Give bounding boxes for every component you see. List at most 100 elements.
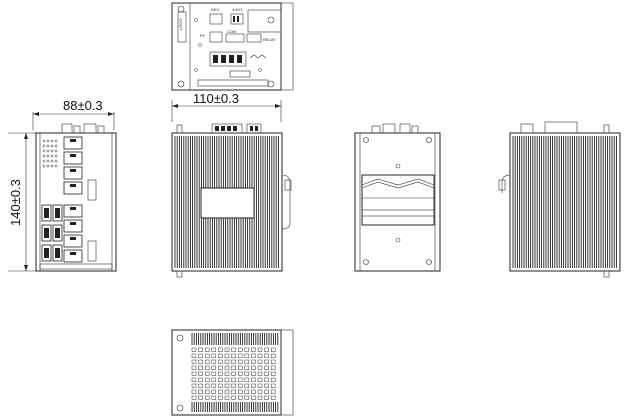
vent-slot [231, 353, 236, 358]
vent-slot [198, 371, 203, 376]
power-port-top [230, 13, 244, 25]
led-indicator [42, 144, 46, 148]
sfp-cage [44, 248, 49, 258]
vent-slot [257, 389, 263, 394]
logo-text: LOGO [178, 18, 183, 30]
height-label: 140±0.3 [8, 179, 23, 226]
vent-slot [264, 353, 269, 358]
vent-slot [264, 395, 269, 400]
vent-slot [198, 347, 203, 352]
vent-slot [224, 365, 230, 370]
width-dimension: 88±0.3 [32, 98, 115, 130]
vent-slot [204, 347, 210, 352]
vent-slot [204, 365, 210, 370]
led-indicator [42, 154, 46, 158]
vent-slot [224, 377, 230, 382]
vent-slot [251, 383, 256, 388]
vent-slot [237, 359, 243, 364]
vent-slot [231, 395, 236, 400]
rj45-latch [70, 252, 76, 255]
svg-text:CON: CON [227, 29, 236, 34]
vent-slot [211, 365, 217, 370]
vent-slot [231, 377, 236, 382]
led-indicator [50, 149, 54, 153]
vent-slot [257, 365, 263, 370]
sfp-cage [44, 208, 49, 218]
vent-slot [244, 359, 250, 364]
vent-slot [191, 359, 197, 364]
led-indicator [46, 149, 50, 153]
rj45-port [63, 234, 83, 248]
vent-slot [231, 389, 236, 394]
vent-slot [191, 383, 197, 388]
led-indicator [46, 144, 50, 148]
sfp-port [41, 224, 52, 242]
vent-slot [257, 371, 263, 376]
vent-slot [204, 389, 210, 394]
led-indicator [54, 164, 58, 168]
vent-slot [224, 347, 230, 352]
vent-slot [251, 347, 256, 352]
vent-slot [218, 389, 223, 394]
vent-slot [198, 365, 203, 370]
vent-slot [264, 389, 269, 394]
vent-slot [218, 383, 223, 388]
vent-slot [198, 359, 203, 364]
vent-slot [270, 359, 276, 364]
vent-slot [211, 353, 217, 358]
vent-slot [204, 371, 210, 376]
vent-slot [264, 359, 269, 364]
vent-slot [244, 395, 250, 400]
vent-slot [231, 383, 236, 388]
sfp-port [52, 224, 63, 242]
led-indicator [46, 164, 50, 168]
vent-slot [251, 395, 256, 400]
vent-slot [237, 353, 243, 358]
rj45-port [63, 249, 83, 263]
vent-slot [251, 359, 256, 364]
sfp-cage [55, 208, 60, 218]
vent-slot [251, 389, 256, 394]
vent-slot [198, 389, 203, 394]
vent-slot [211, 383, 217, 388]
vent-slot [244, 365, 250, 370]
vent-slot [251, 365, 256, 370]
vent-slot [198, 377, 203, 382]
svg-text:DEV: DEV [211, 7, 220, 12]
vent-slot [257, 377, 263, 382]
vent-slot [237, 395, 243, 400]
svg-text:4-6V1: 4-6V1 [232, 7, 243, 12]
led-indicator [54, 139, 58, 143]
rj45-port [63, 136, 83, 150]
vent-slot [270, 395, 276, 400]
led-indicator [42, 159, 46, 163]
side-view-heatsink-2 [498, 121, 621, 278]
vent-slot [237, 371, 243, 376]
rj45-latch [70, 207, 76, 210]
vent-slot [211, 377, 217, 382]
side-view-heatsink [171, 123, 292, 278]
vent-slot [237, 347, 243, 352]
console-port-top [209, 31, 223, 43]
vent-slot [244, 377, 250, 382]
vent-slot [218, 395, 223, 400]
vent-slot [264, 347, 269, 352]
rj45-port [63, 219, 83, 233]
vent-slot [191, 389, 197, 394]
vent-slot [218, 353, 223, 358]
vent-slot [270, 383, 276, 388]
led-indicator [50, 154, 54, 158]
rj45-port [63, 181, 83, 195]
sfp-cage [55, 248, 60, 258]
vent-slot [244, 389, 250, 394]
led-indicator [50, 164, 54, 168]
sfp-port [52, 204, 63, 222]
vent-slot [264, 371, 269, 376]
vent-slot [191, 353, 197, 358]
sfp-cage [44, 228, 49, 238]
vent-slot [191, 377, 197, 382]
led-indicator [54, 154, 58, 158]
led-indicator [50, 144, 54, 148]
vent-slot [191, 395, 197, 400]
